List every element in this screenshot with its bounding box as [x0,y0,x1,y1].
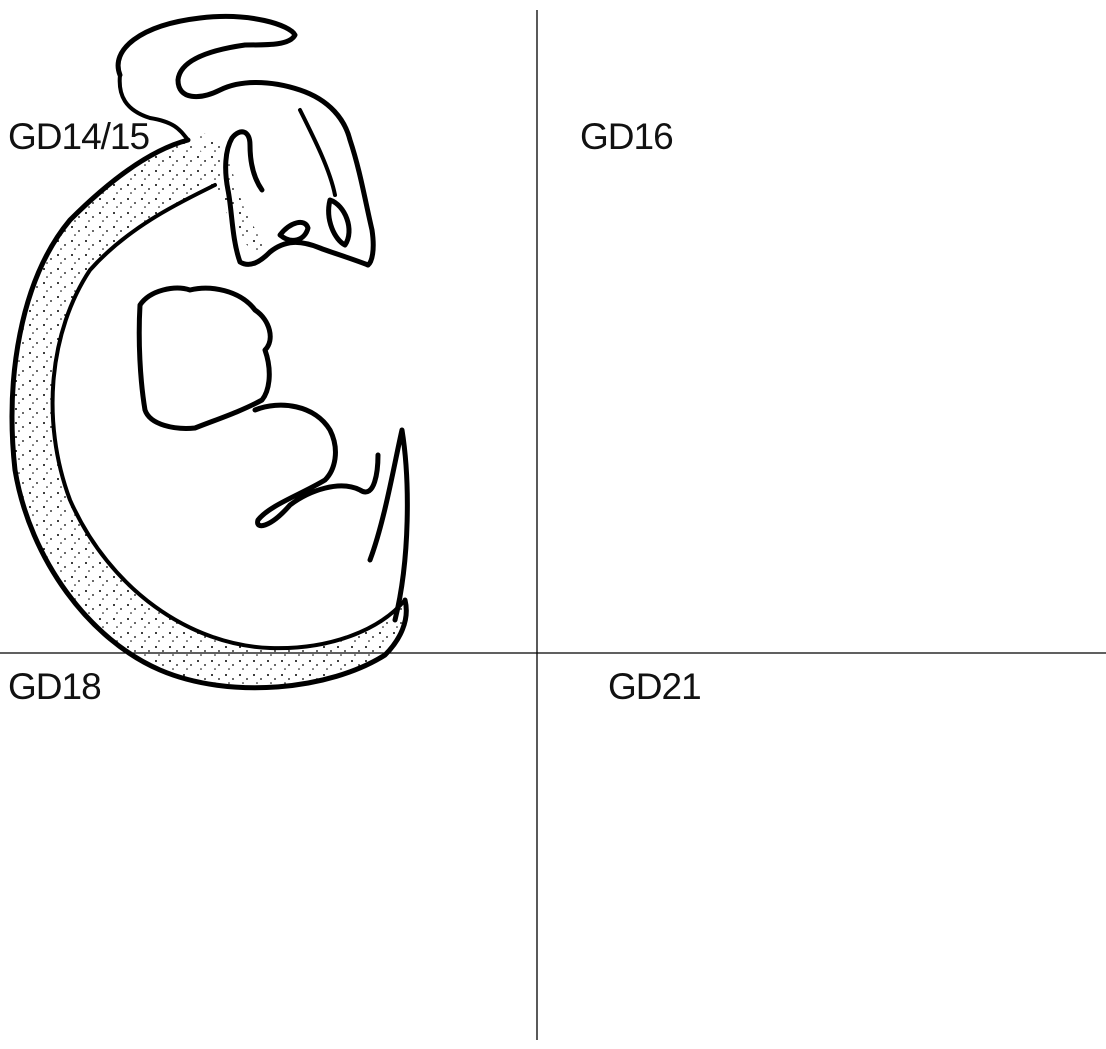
panel-label-gd14-15: GD14/15 [8,118,149,155]
panel-label-gd16: GD16 [580,118,673,155]
panel-label-gd21: GD21 [608,668,701,705]
panel-label-gd18: GD18 [8,668,101,705]
